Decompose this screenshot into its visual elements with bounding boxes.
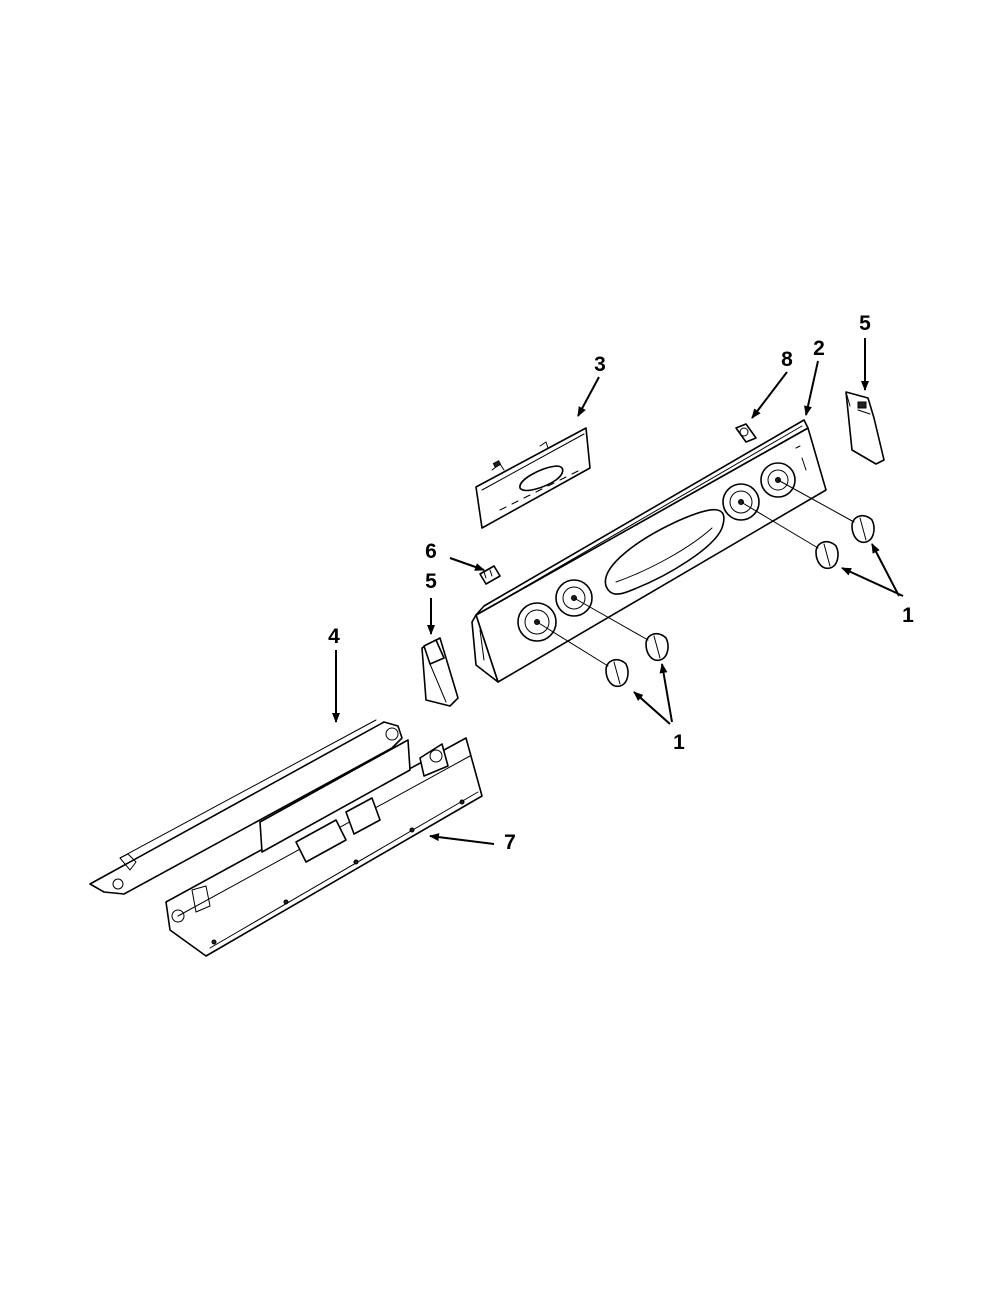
console-panel <box>471 419 827 683</box>
callout-6: 6 <box>425 540 437 563</box>
knob <box>645 632 669 662</box>
knob <box>815 540 839 570</box>
callout-4: 4 <box>328 625 340 648</box>
callout-3: 3 <box>594 353 606 376</box>
end-cap-left <box>421 637 459 707</box>
callout-1-left: 1 <box>673 731 685 754</box>
callout-5-left: 5 <box>425 570 437 593</box>
knob <box>851 514 875 544</box>
callout-5-right: 5 <box>859 312 871 335</box>
clip <box>735 423 757 443</box>
support-bracket <box>89 719 403 895</box>
knob <box>605 658 629 688</box>
callout-2: 2 <box>813 337 825 360</box>
callout-7: 7 <box>504 831 516 854</box>
leader-arrows <box>332 338 904 845</box>
screw <box>479 565 501 585</box>
callout-1-right: 1 <box>902 604 914 627</box>
control-board <box>475 427 591 529</box>
end-cap-right <box>845 391 885 465</box>
callout-8: 8 <box>781 348 793 371</box>
base-frame <box>165 737 483 957</box>
